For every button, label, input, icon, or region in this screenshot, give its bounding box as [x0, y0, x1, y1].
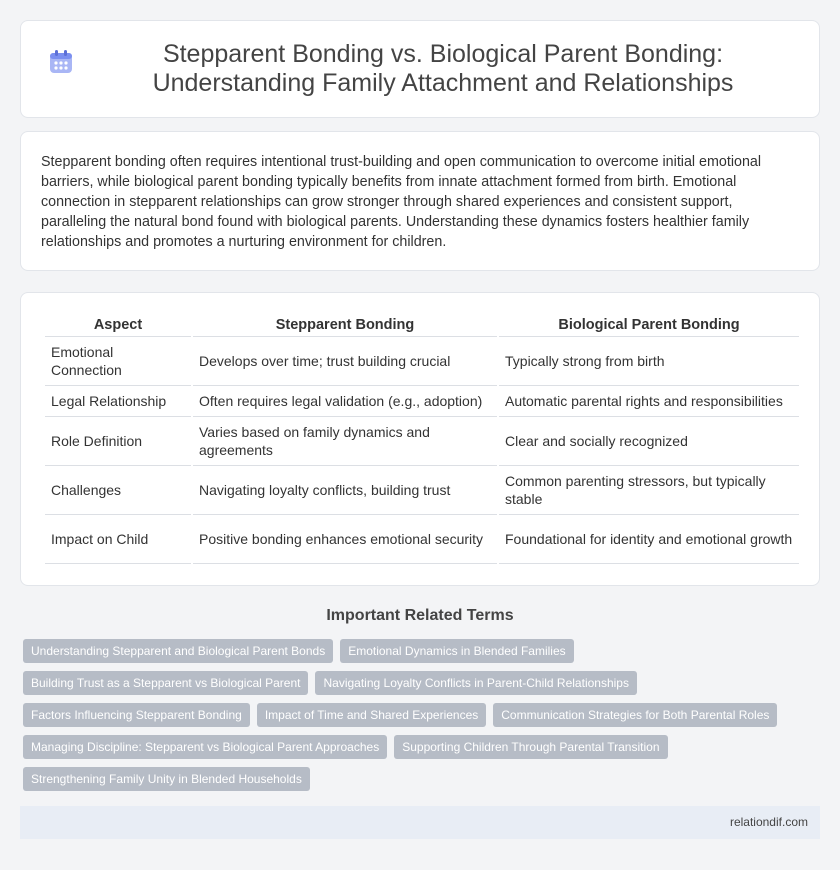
- table-header-row: Aspect Stepparent Bonding Biological Par…: [45, 315, 799, 337]
- stepparent-cell: Varies based on family dynamics and agre…: [193, 417, 497, 466]
- table-row: Impact on Child Positive bonding enhance…: [45, 515, 799, 564]
- aspect-cell: Challenges: [45, 466, 191, 515]
- comparison-table: Aspect Stepparent Bonding Biological Par…: [43, 315, 801, 564]
- biological-cell: Automatic parental rights and responsibi…: [499, 386, 799, 417]
- table-row: Legal Relationship Often requires legal …: [45, 386, 799, 417]
- related-term-tag[interactable]: Navigating Loyalty Conflicts in Parent-C…: [315, 671, 637, 695]
- related-term-tag[interactable]: Strengthening Family Unity in Blended Ho…: [23, 767, 310, 791]
- table-row: Role Definition Varies based on family d…: [45, 417, 799, 466]
- biological-cell: Foundational for identity and emotional …: [499, 515, 799, 564]
- biological-cell: Clear and socially recognized: [499, 417, 799, 466]
- table-row: Emotional Connection Develops over time;…: [45, 337, 799, 386]
- header: Stepparent Bonding vs. Biological Parent…: [47, 40, 793, 98]
- header-aspect: Aspect: [45, 315, 191, 337]
- aspect-cell: Role Definition: [45, 417, 191, 466]
- header-card: Stepparent Bonding vs. Biological Parent…: [20, 20, 820, 118]
- table-row: Challenges Navigating loyalty conflicts,…: [45, 466, 799, 515]
- header-stepparent: Stepparent Bonding: [193, 315, 497, 337]
- related-term-tag[interactable]: Communication Strategies for Both Parent…: [493, 703, 778, 727]
- calendar-icon: [47, 48, 75, 76]
- footer: relationdif.com: [20, 806, 820, 839]
- related-term-tag[interactable]: Emotional Dynamics in Blended Families: [340, 639, 574, 663]
- stepparent-cell: Often requires legal validation (e.g., a…: [193, 386, 497, 417]
- biological-cell: Common parenting stressors, but typicall…: [499, 466, 799, 515]
- related-term-tag[interactable]: Understanding Stepparent and Biological …: [23, 639, 334, 663]
- footer-site-name: relationdif.com: [729, 815, 808, 829]
- related-terms-heading: Important Related Terms: [326, 607, 514, 624]
- intro-paragraph: Stepparent bonding often requires intent…: [41, 154, 762, 250]
- stepparent-cell: Navigating loyalty conflicts, building t…: [193, 466, 497, 515]
- related-term-tag[interactable]: Supporting Children Through Parental Tra…: [394, 735, 668, 759]
- intro-card: Stepparent bonding often requires intent…: [20, 131, 820, 271]
- aspect-cell: Legal Relationship: [45, 386, 191, 417]
- page-title: Stepparent Bonding vs. Biological Parent…: [152, 40, 734, 97]
- comparison-card: Aspect Stepparent Bonding Biological Par…: [20, 292, 820, 586]
- stepparent-cell: Positive bonding enhances emotional secu…: [193, 515, 497, 564]
- biological-cell: Typically strong from birth: [499, 337, 799, 386]
- related-terms-list: Understanding Stepparent and Biological …: [23, 639, 803, 799]
- related-term-tag[interactable]: Impact of Time and Shared Experiences: [256, 703, 487, 727]
- header-biological: Biological Parent Bonding: [499, 315, 799, 337]
- related-term-tag[interactable]: Factors Influencing Stepparent Bonding: [23, 703, 250, 727]
- related-term-tag[interactable]: Managing Discipline: Stepparent vs Biolo…: [23, 735, 388, 759]
- related-term-tag[interactable]: Building Trust as a Stepparent vs Biolog…: [23, 671, 309, 695]
- stepparent-cell: Develops over time; trust building cruci…: [193, 337, 497, 386]
- aspect-cell: Emotional Connection: [45, 337, 191, 386]
- aspect-cell: Impact on Child: [45, 515, 191, 564]
